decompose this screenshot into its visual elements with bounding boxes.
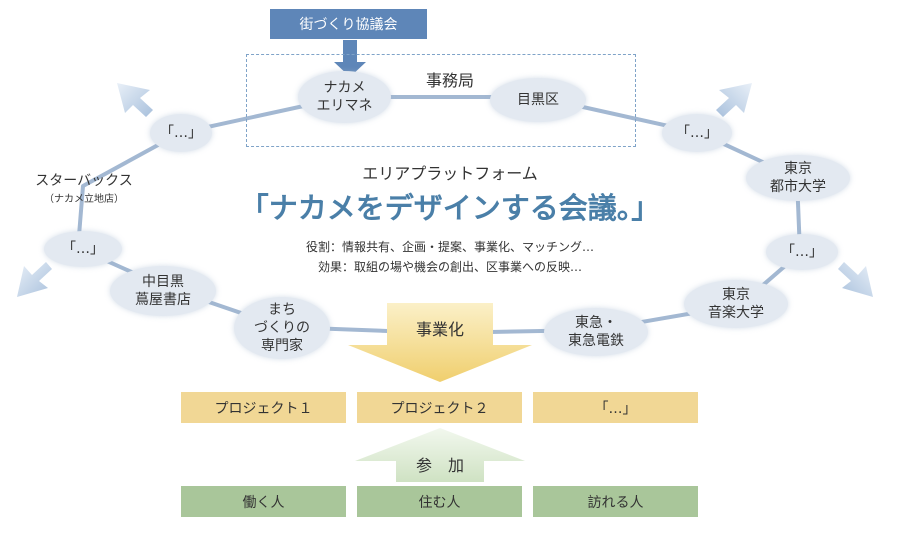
node-etc-right: 「…」	[766, 234, 838, 270]
participation-label: 参 加	[415, 456, 464, 475]
town-council-box: 街づくり協議会	[270, 9, 427, 39]
business-arrow	[348, 303, 532, 382]
node-tokyo-city-university: 東京 都市大学	[746, 155, 850, 201]
secretariat-label: 事務局	[425, 71, 474, 90]
roles-line: 役割：情報共有、企画・提案、事業化、マッチング…	[305, 240, 594, 254]
circulation-arrow-top-right	[716, 83, 752, 117]
project-1-box: プロジェクト１	[181, 392, 346, 423]
project-2-box: プロジェクト２	[357, 392, 522, 423]
node-meguro-ku: 目黒区	[490, 78, 586, 122]
node-tokyu: 東急・ 東急電鉄	[544, 308, 648, 356]
council-down-arrow	[334, 40, 366, 77]
node-machizukuri-expert: まち づくりの 専門家	[234, 297, 330, 359]
platform-label: エリアプラットフォーム	[362, 164, 538, 183]
node-etc-top-right: 「…」	[662, 114, 732, 152]
node-nakame-erimane: ナカメ エリマネ	[298, 71, 391, 123]
circulation-arrow-bottom-left	[17, 262, 52, 297]
circulation-arrow-top-left	[117, 83, 153, 117]
participation-arrow	[355, 428, 525, 482]
people-living-box: 住む人	[357, 486, 522, 517]
circulation-arrow-bottom-right	[838, 262, 873, 297]
main-title: 「ナカメをデザインする会議。」	[239, 191, 661, 225]
node-etc-left: 「…」	[44, 231, 122, 267]
effects-line: 効果：取組の場や機会の創出、区事業への反映…	[317, 260, 582, 274]
node-tokyo-music-university: 東京 音楽大学	[684, 280, 788, 328]
secretariat-box	[246, 54, 636, 147]
node-nakameguro-tsutaya: 中目黒 蔦屋書店	[110, 266, 216, 316]
people-visiting-box: 訪れる人	[533, 486, 698, 517]
project-etc-box: 「…」	[533, 392, 698, 423]
node-starbucks-sub: （ナカメ立地店）	[44, 194, 124, 205]
node-starbucks: スターバックス	[35, 173, 133, 189]
people-working-box: 働く人	[181, 486, 346, 517]
business-label: 事業化	[415, 320, 464, 339]
node-etc-top-left: 「…」	[150, 114, 212, 152]
